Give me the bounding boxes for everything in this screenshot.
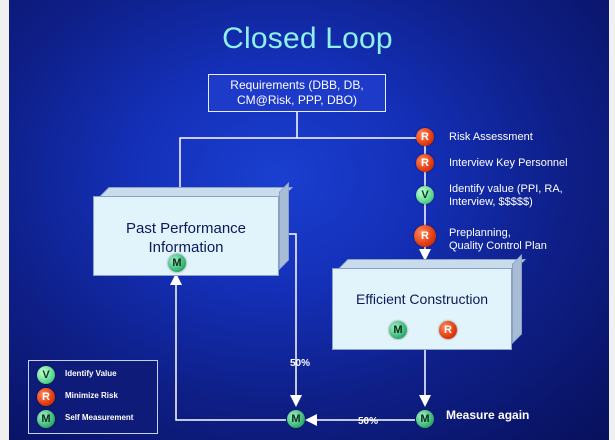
- legend-label: Identify Value: [65, 369, 117, 378]
- step-preplanning: Preplanning, Quality Control Plan: [449, 227, 547, 253]
- percent-label-bottom: 50%: [358, 416, 379, 427]
- percent-label-left: 50%: [290, 358, 311, 369]
- efficient-construction-box: Efficient Construction M R: [332, 254, 526, 350]
- preplanning-badge: R: [414, 225, 436, 247]
- step-risk-assessment: Risk Assessment: [449, 131, 533, 144]
- step-interview-key-personnel: Interview Key Personnel: [449, 157, 568, 170]
- requirements-line-1: Requirements (DBB, DB,: [230, 78, 364, 92]
- legend-badge: M: [37, 410, 55, 428]
- box-side-face: [279, 182, 289, 270]
- interview-badge: R: [416, 154, 434, 172]
- legend-label: Self Measurement: [65, 413, 134, 422]
- legend: V Identify Value R Minimize Risk M Self …: [28, 360, 158, 434]
- self-measurement-badge: M: [389, 321, 407, 339]
- step-text-line: Quality Control Plan: [449, 240, 547, 252]
- past-performance-line-1: Past Performance: [125, 220, 247, 237]
- past-performance-box: Past Performance Information M: [93, 182, 293, 276]
- step-text-line: Interview, $$$$$): [449, 196, 533, 208]
- risk-assessment-badge: R: [416, 128, 434, 146]
- self-measurement-badge: M: [287, 410, 305, 428]
- legend-badge: V: [37, 366, 55, 384]
- self-measurement-badge: M: [416, 410, 434, 428]
- window-frame-right: [609, 0, 615, 440]
- step-text-line: Identify value (PPI, RA,: [449, 183, 563, 195]
- legend-label: Minimize Risk: [65, 391, 118, 400]
- past-performance-label: Past Performance Information: [94, 219, 278, 257]
- connector-return-up: [170, 273, 286, 421]
- requirements-box: Requirements (DBB, DB, CM@Risk, PPP, DBO…: [208, 74, 386, 112]
- step-text-line: Preplanning,: [449, 227, 511, 239]
- self-measurement-badge: M: [168, 254, 186, 272]
- box-side-face: [512, 254, 522, 344]
- step-text-line: Interview Key Personnel: [449, 157, 568, 169]
- minimize-risk-badge: R: [439, 321, 457, 339]
- requirements-line-2: CM@Risk, PPP, DBO): [237, 93, 357, 107]
- page-title: Closed Loop: [222, 22, 393, 55]
- box-top-face: [99, 187, 293, 197]
- step-text-line: Risk Assessment: [449, 131, 533, 143]
- connector-top-loop: [179, 137, 425, 190]
- legend-badge: R: [37, 388, 55, 406]
- window-frame-left: [0, 0, 9, 440]
- box-top-face: [338, 259, 526, 269]
- efficient-construction-label: Efficient Construction: [355, 291, 489, 307]
- past-performance-line-2: Information: [148, 239, 224, 256]
- measure-again-label: Measure again: [446, 408, 530, 422]
- step-identify-value: Identify value (PPI, RA, Interview, $$$$…: [449, 183, 563, 209]
- identify-value-badge: V: [416, 186, 434, 204]
